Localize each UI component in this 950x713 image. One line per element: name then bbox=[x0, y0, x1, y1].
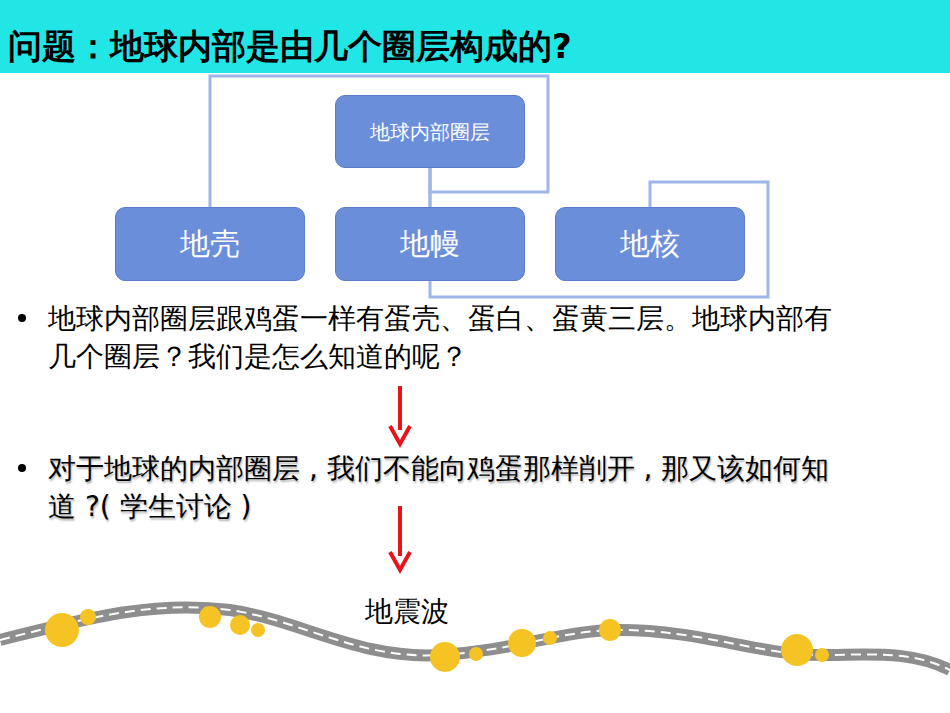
red-arrow bbox=[390, 506, 410, 570]
title-bar bbox=[0, 0, 950, 73]
node-text: 地核 bbox=[620, 226, 680, 262]
answer-text: 地震波 bbox=[365, 593, 449, 631]
bullet-dot bbox=[18, 464, 26, 472]
bullet-text: 对于地球的内部圈层 , 我们不能向鸡蛋那样削开 , 那又该如何知道 ?( 学生讨… bbox=[48, 450, 848, 526]
slide-title: 问题：地球内部是由几个圈层构成的? bbox=[8, 24, 572, 68]
node-text: 地壳 bbox=[180, 226, 240, 262]
root-box: 地球内部圈层 bbox=[335, 95, 525, 168]
node-text: 地球内部圈层 bbox=[370, 120, 490, 144]
layer-box: 地幔 bbox=[335, 207, 525, 281]
layer-box: 地壳 bbox=[115, 207, 305, 281]
red-arrow bbox=[390, 386, 410, 444]
connector-line bbox=[210, 76, 548, 207]
bullet-text: 地球内部圈层跟鸡蛋一样有蛋壳、蛋白、蛋黄三层。地球内部有几个圈层？我们是怎么知道… bbox=[48, 300, 848, 376]
node-text: 地幔 bbox=[400, 226, 460, 262]
road-decoration bbox=[0, 606, 950, 672]
bullet-dot bbox=[18, 314, 26, 322]
layer-box: 地核 bbox=[555, 207, 745, 281]
